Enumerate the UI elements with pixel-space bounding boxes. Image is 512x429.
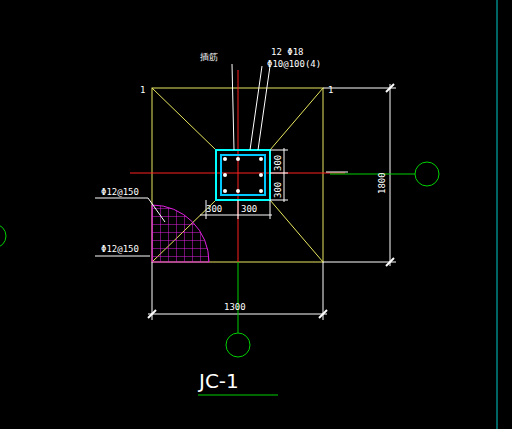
dimension: 1300 bbox=[224, 303, 246, 312]
section-mark: 1 bbox=[328, 86, 333, 95]
rebar-note: Φ12@150 bbox=[101, 188, 139, 197]
dimension: 300 bbox=[274, 155, 283, 171]
dimension: 300 bbox=[206, 205, 222, 214]
drawing-title: JC-1 bbox=[199, 371, 239, 391]
rebar-note: 插筋 bbox=[200, 53, 218, 62]
rebar-note: Φ12@150 bbox=[101, 245, 139, 254]
dimension: 1800 bbox=[378, 172, 387, 194]
dimension: 300 bbox=[241, 205, 257, 214]
rebar-note: Φ10@100(4) bbox=[267, 60, 321, 69]
section-mark: 1 bbox=[140, 86, 145, 95]
rebar-note: 12 Φ18 bbox=[271, 48, 304, 57]
dimension: 300 bbox=[274, 182, 283, 198]
